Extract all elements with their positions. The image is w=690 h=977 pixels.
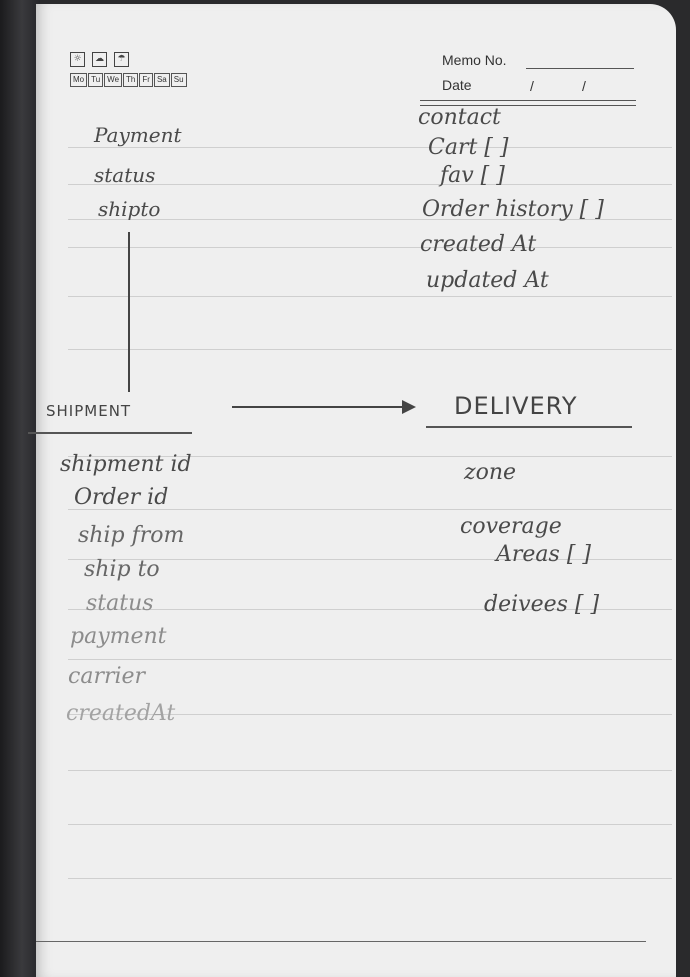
handwritten-field: payment: [70, 624, 167, 649]
handwritten-field: Payment: [94, 123, 182, 147]
ruled-line: [68, 559, 672, 560]
handwritten-field: coverage: [460, 514, 562, 539]
handwritten-field: Order id: [74, 485, 169, 510]
notebook-spine: [0, 0, 40, 977]
ruled-line: [68, 878, 672, 879]
handwritten-field: createdAt: [66, 701, 176, 726]
handwritten-field: status: [94, 163, 156, 187]
ruled-line: [68, 824, 672, 825]
weekday-box: Mo: [70, 73, 88, 87]
sun-icon: ☼: [70, 52, 85, 67]
handwritten-field: shipto: [98, 197, 161, 221]
heading-underline: [426, 426, 632, 428]
ruled-line: [68, 184, 672, 185]
connector-line: [128, 232, 130, 392]
ruled-line: [68, 349, 672, 350]
date-label: Date: [442, 77, 472, 93]
notebook-page: ☼ ☁ ☂ Mo Tu We Th Fr Sa Su Memo No. Date…: [28, 4, 676, 977]
weekday-box: We: [104, 73, 123, 87]
weekday-box: Tu: [88, 73, 104, 87]
handwritten-field: ship from: [78, 523, 185, 548]
handwritten-field: updated At: [426, 268, 549, 293]
handwritten-field: contact: [418, 105, 501, 130]
handwritten-field: Areas [ ]: [496, 542, 591, 567]
header-icons: ☼ ☁ ☂: [70, 52, 129, 67]
handwritten-field: status: [86, 591, 154, 616]
ruled-line: [68, 609, 672, 610]
ruled-line: [68, 147, 672, 148]
ruled-line: [68, 219, 672, 220]
ruled-line: [68, 659, 672, 660]
ruled-line: [68, 509, 672, 510]
date-separator: /: [582, 78, 586, 94]
relation-arrow-line: [232, 406, 402, 408]
bottom-rule: [36, 941, 646, 942]
ruled-line: [68, 714, 672, 715]
shipment-heading: SHIPMENT: [46, 402, 132, 420]
arrow-head-icon: [402, 400, 416, 414]
weekday-box: Th: [123, 73, 139, 87]
handwritten-field: created At: [420, 232, 537, 257]
header-divider: [420, 105, 636, 106]
weekday-row: Mo Tu We Th Fr Sa Su: [70, 73, 188, 87]
handwritten-field: Order history [ ]: [422, 197, 604, 222]
cloud-icon: ☁: [92, 52, 107, 67]
delivery-heading: DELIVERY: [454, 392, 578, 420]
header-divider: [420, 100, 636, 101]
ruled-line: [68, 456, 672, 457]
weekday-box: Su: [170, 73, 187, 87]
ruled-line: [68, 247, 672, 248]
ruled-line: [68, 770, 672, 771]
memo-number-label: Memo No.: [442, 52, 507, 68]
handwritten-field: zone: [464, 460, 517, 485]
handwritten-field: deivees [ ]: [484, 592, 600, 617]
handwritten-field: fav [ ]: [440, 163, 505, 188]
date-separator: /: [530, 78, 534, 94]
handwritten-field: ship to: [84, 557, 160, 582]
handwritten-field: Cart [ ]: [428, 135, 509, 160]
heading-underline: [28, 432, 192, 434]
handwritten-field: shipment id: [60, 452, 192, 477]
handwritten-field: carrier: [68, 664, 146, 689]
weekday-box: Fr: [139, 73, 153, 87]
ruled-line: [68, 296, 672, 297]
rain-icon: ☂: [114, 52, 129, 67]
memo-number-line: [526, 68, 634, 69]
weekday-box: Sa: [153, 73, 170, 87]
